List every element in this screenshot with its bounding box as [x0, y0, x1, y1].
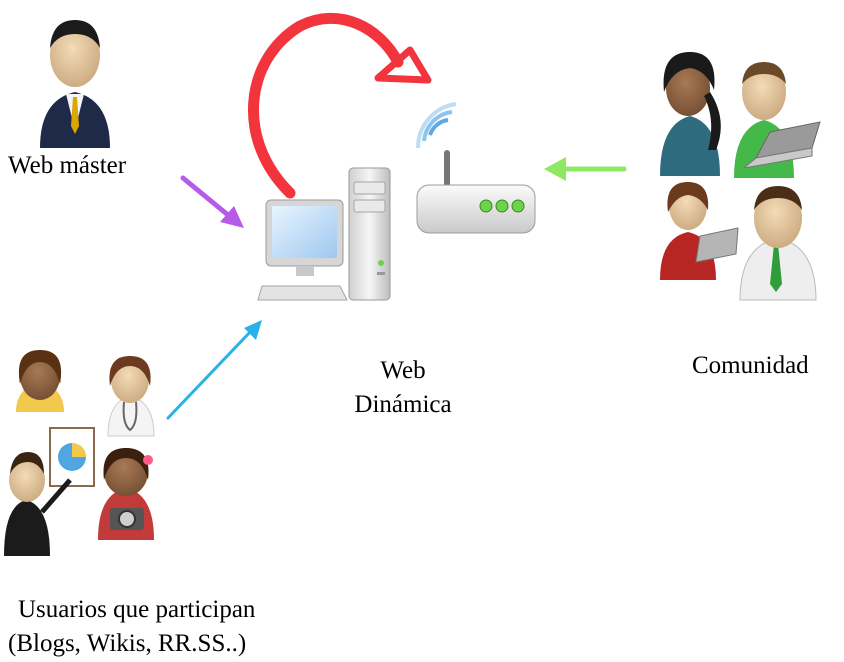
person-icon — [107, 356, 155, 437]
webmaster-label: Web máster — [8, 152, 127, 179]
usuarios-label-line1: Usuarios que participan — [18, 596, 256, 623]
person-icon — [660, 182, 739, 280]
person-icon — [16, 350, 64, 412]
person-icon — [4, 427, 95, 556]
desktop-computer-icon — [257, 167, 391, 301]
person-icon — [734, 62, 821, 178]
web-dinamica-label-line2: Dinámica — [354, 391, 451, 418]
users-arrow — [166, 320, 262, 420]
person-icon — [98, 448, 154, 540]
community-arrow — [544, 157, 627, 181]
user-group-icon — [4, 350, 155, 556]
web-dinamica-label-line1: Web — [380, 357, 425, 384]
comunidad-label: Comunidad — [692, 352, 809, 379]
person-icon — [660, 52, 721, 176]
businessman-icon — [40, 20, 110, 148]
webmaster-figure — [40, 20, 110, 148]
webmaster-arrow — [180, 175, 244, 228]
usuarios-label-line2: (Blogs, Wikis, RR.SS..) — [8, 630, 246, 657]
person-icon — [739, 186, 817, 301]
curved-red-arrow-icon — [247, 12, 432, 199]
wifi-router-icon — [415, 102, 536, 234]
people-group-icon — [660, 52, 821, 301]
